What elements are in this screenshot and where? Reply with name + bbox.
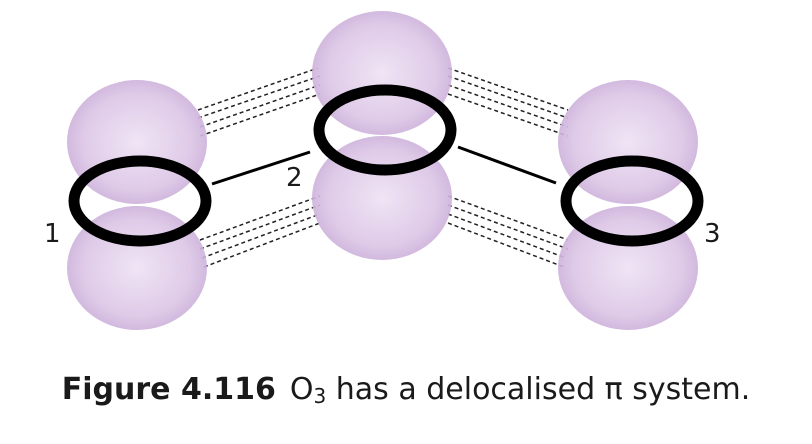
sigma-bond-2-3 [457, 145, 557, 185]
atom-3-p-orbital [558, 80, 704, 330]
overlap-lines-2-3-top [447, 67, 569, 137]
atom-1-p-orbital [67, 80, 212, 330]
figure-number: Figure 4.116 [61, 372, 276, 407]
caption-subscript: 3 [313, 384, 327, 408]
atom-3-top-lobe [558, 80, 698, 204]
caption-element: O [289, 372, 314, 407]
atom-3-ring [560, 155, 704, 247]
atom-label-3: 3 [704, 219, 721, 249]
overlap-lines-1-2-top [197, 67, 321, 137]
atom-2-top-lobe [312, 11, 452, 135]
atom-1-ring [68, 155, 212, 247]
atom-2-ring [313, 84, 457, 176]
atom-2-p-orbital [312, 11, 457, 260]
caption-text: has a delocalised π system. [326, 372, 751, 407]
overlap-lines-2-3-bottom [447, 195, 569, 268]
sigma-bond-1-2 [211, 150, 311, 186]
overlap-lines-1-2-bottom [199, 195, 321, 268]
atom-1-top-lobe [67, 80, 207, 204]
figure-caption: Figure 4.116 O3 has a delocalised π syste… [0, 372, 812, 408]
atom-label-1: 1 [44, 219, 61, 249]
atom-label-2: 2 [286, 163, 303, 193]
